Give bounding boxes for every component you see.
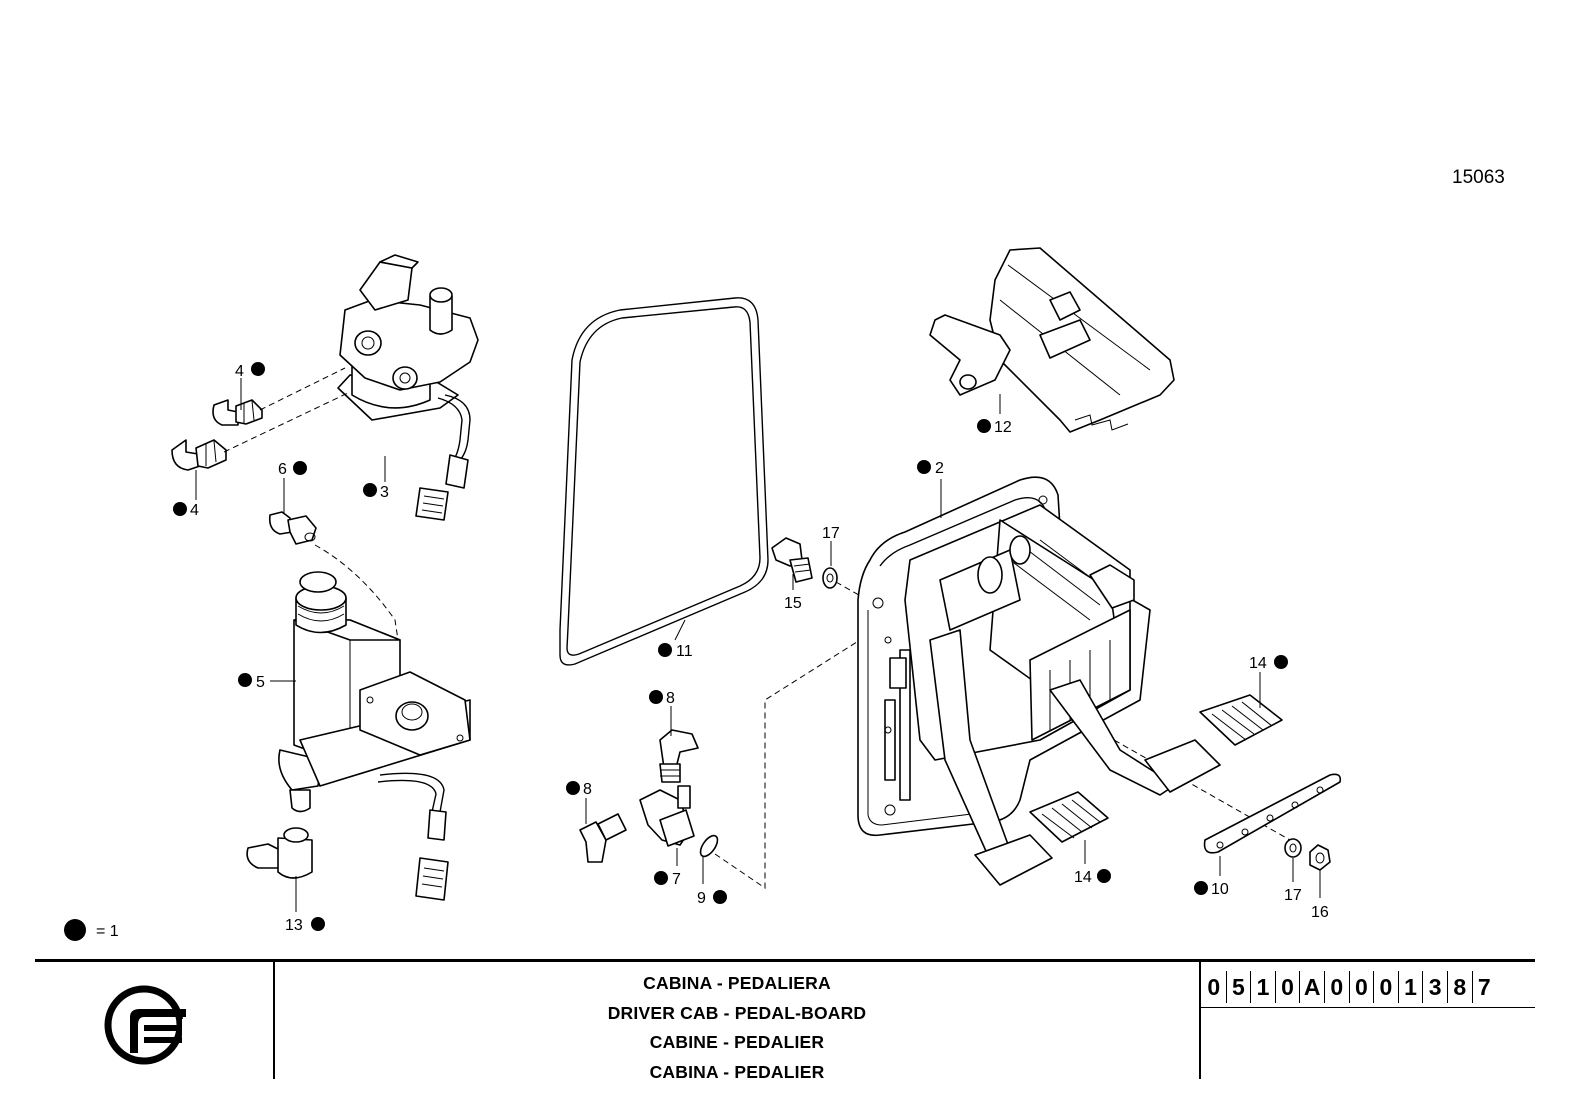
part-3-valve-assembly: [337, 254, 479, 521]
callout-7: 7: [654, 871, 681, 888]
svg-text:8: 8: [583, 781, 592, 798]
company-logo-icon: [104, 985, 186, 1065]
title-lines: CABINA - PEDALIERA DRIVER CAB - PEDAL-BO…: [275, 969, 1199, 1087]
svg-text:4: 4: [235, 363, 244, 380]
svg-text:13: 13: [285, 917, 303, 934]
svg-text:16: 16: [1311, 904, 1329, 921]
callout-10: 10: [1194, 881, 1229, 898]
title-block: CABINA - PEDALIERA DRIVER CAB - PEDAL-BO…: [35, 959, 1535, 1082]
callout-12: 12: [977, 419, 1012, 436]
svg-text:11: 11: [676, 643, 693, 660]
code-char: 0: [1274, 971, 1300, 1003]
part-14-pedal-pad-right: [1199, 694, 1283, 746]
title-english: DRIVER CAB - PEDAL-BOARD: [607, 1002, 867, 1023]
svg-text:14: 14: [1249, 655, 1267, 672]
code-char: 1: [1250, 971, 1275, 1003]
code-char: 0: [1207, 974, 1221, 1000]
callout-4-upper: 4: [235, 362, 265, 380]
callout-15: 15: [784, 595, 802, 612]
code-char: 7: [1471, 971, 1497, 1003]
part-8-fitting-left: [579, 813, 627, 863]
callout-9: 9: [697, 890, 727, 907]
part-11-gasket: [559, 297, 769, 666]
svg-text:17: 17: [822, 525, 840, 542]
part-2-pedal-box: [857, 476, 1221, 886]
drawing-number: 15063: [1452, 167, 1505, 188]
part-6-fitting: [268, 511, 317, 545]
callout-8-upper: 8: [649, 690, 675, 707]
drawing-code: 0 5 1 0 A 0 0 0 1 3 8 7: [1202, 971, 1496, 1003]
svg-text:9: 9: [697, 890, 706, 907]
code-char: 1: [1397, 971, 1423, 1003]
code-char: 0: [1323, 971, 1349, 1003]
svg-text:4: 4: [190, 502, 199, 519]
svg-text:17: 17: [1284, 887, 1302, 904]
callout-16: 16: [1311, 904, 1329, 921]
callout-17-upper: 17: [822, 525, 840, 542]
code-char: A: [1299, 971, 1324, 1003]
svg-text:3: 3: [380, 484, 389, 501]
callout-14-left: 14: [1074, 869, 1111, 886]
part-16-nut: [1309, 844, 1331, 871]
part-5-reservoir: [278, 571, 471, 901]
part-14-pedal-pad-left: [1029, 791, 1109, 843]
leader-lines: [195, 378, 1321, 912]
callout-4-lower: 4: [173, 502, 199, 519]
title-block-divider-left: [273, 961, 275, 1079]
callout-14-right: 14: [1249, 655, 1288, 672]
svg-text:= 1: = 1: [96, 923, 119, 940]
callout-2: 2: [917, 460, 944, 477]
code-char: 5: [1225, 971, 1251, 1003]
part-4-elbow-upper: [212, 399, 263, 426]
callout-6: 6: [278, 461, 307, 478]
callout-13: 13: [285, 917, 325, 934]
svg-text:15: 15: [784, 595, 802, 612]
code-char: 8: [1446, 971, 1472, 1003]
callout-17-lower: 17: [1284, 887, 1302, 904]
svg-text:12: 12: [994, 419, 1012, 436]
callout-11: 11: [658, 643, 693, 660]
title-french: CABINE - PEDALIER: [649, 1032, 825, 1052]
part-17-washer-lower: [1284, 838, 1302, 858]
code-char: 0: [1348, 971, 1374, 1003]
title-spanish: CABINA - PEDALIER: [649, 1061, 825, 1082]
svg-text:8: 8: [666, 690, 675, 707]
svg-text:10: 10: [1211, 881, 1229, 898]
title-block-top-rule: [35, 959, 1535, 962]
part-10-bracket-plate: [1203, 773, 1342, 854]
svg-text:7: 7: [672, 871, 681, 888]
title-italian: CABINA - PEDALIERA: [643, 973, 831, 993]
callout-5: 5: [238, 673, 265, 691]
part-12-bracket: [929, 247, 1175, 433]
svg-text:14: 14: [1074, 869, 1092, 886]
part-7-tee-fitting: [639, 785, 695, 847]
legend-quantity: = 1: [64, 919, 119, 941]
part-15-bolt: [771, 537, 813, 583]
code-char: 3: [1422, 971, 1447, 1003]
part-8-fitting-upper: [659, 729, 699, 783]
svg-text:5: 5: [256, 674, 265, 691]
code-char: 0: [1373, 971, 1398, 1003]
part-13-elbow: [246, 827, 313, 879]
callout-3: 3: [363, 483, 389, 501]
svg-text:2: 2: [935, 460, 944, 477]
code-underline: [1201, 1007, 1535, 1008]
svg-text:6: 6: [278, 461, 287, 478]
callout-8-left: 8: [566, 781, 592, 798]
part-9-o-ring: [699, 834, 719, 858]
title-block-divider-right: [1199, 961, 1201, 1079]
part-17-washer-upper: [822, 567, 838, 589]
part-4-elbow-lower: [171, 439, 227, 471]
